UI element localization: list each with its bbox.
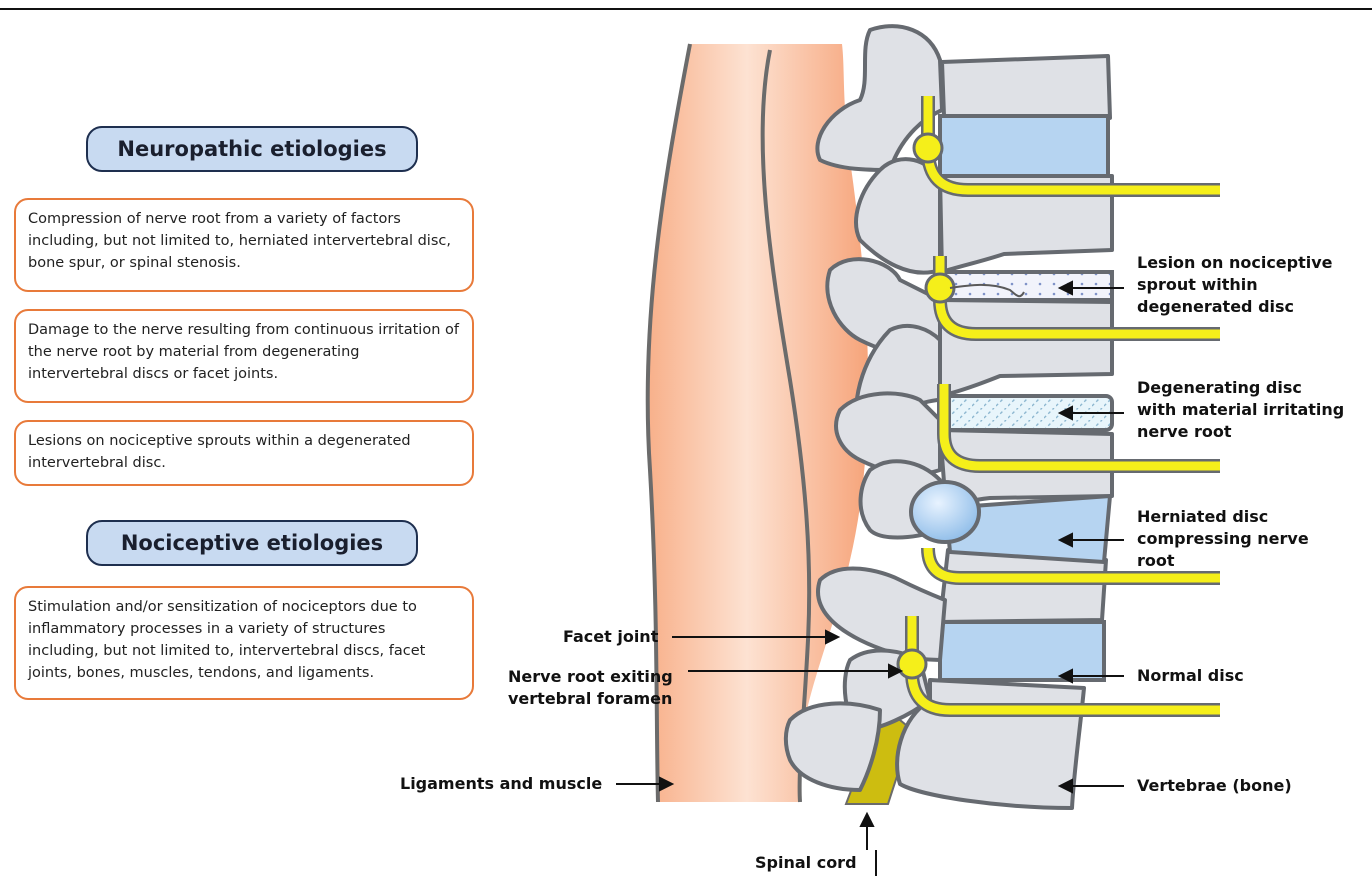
label-spinal-cord: Spinal cord — [755, 852, 857, 874]
facet-process — [818, 568, 945, 660]
arrow-ligaments — [616, 778, 672, 790]
label-normal-disc: Normal disc — [1137, 665, 1244, 687]
disc-normal — [940, 116, 1108, 176]
label-vertebrae: Vertebrae (bone) — [1137, 775, 1292, 797]
arrow-spinal-cord — [861, 814, 876, 876]
label-facet-joint: Facet joint — [563, 626, 658, 648]
disc-normal — [940, 622, 1104, 680]
vertebra-body — [942, 56, 1110, 118]
label-ligaments-muscle: Ligaments and muscle — [400, 773, 602, 795]
herniation-bulge — [911, 482, 979, 542]
vertebra-body — [940, 300, 1112, 396]
arrow-vertebrae — [1060, 780, 1124, 792]
